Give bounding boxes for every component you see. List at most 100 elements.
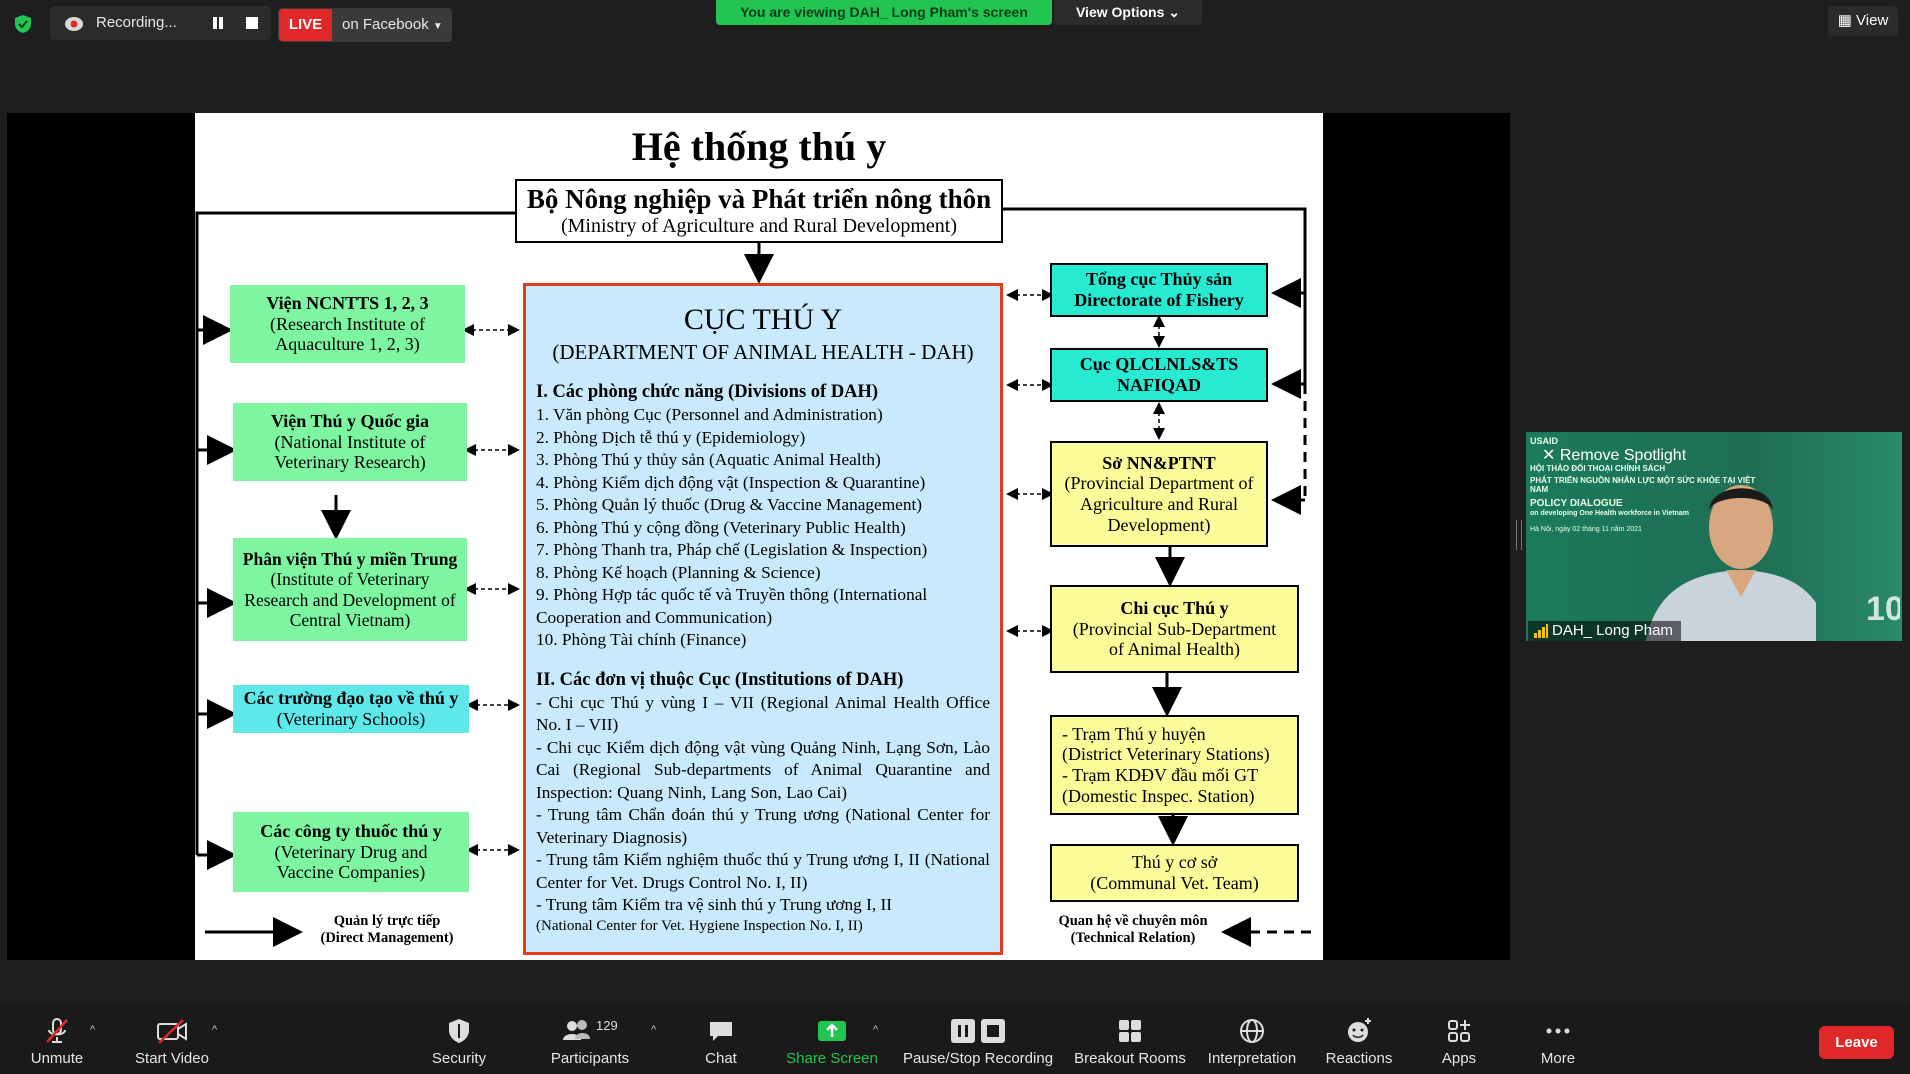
background-text: USAID: [1530, 436, 1559, 446]
view-options-label: View Options: [1075, 4, 1165, 20]
caret-down-icon: ▼: [432, 21, 443, 32]
division-item: 4. Phòng Kiểm dịch động vật (Inspection …: [536, 472, 926, 492]
participants-count: 129: [596, 1018, 618, 1033]
view-button-label: View: [1856, 12, 1889, 29]
pause-stop-recording-button[interactable]: Pause/Stop Recording: [898, 1016, 1058, 1067]
right-box-district-stations: - Trạm Thú y huyện (District Veterinary …: [1050, 715, 1299, 815]
audio-options-caret[interactable]: ^: [90, 1024, 96, 1036]
pin-icon: ✕: [1542, 447, 1556, 464]
left-box-vet-schools: Các trường đạo tạo về thú y (Veterinary …: [233, 685, 469, 733]
dah-subtitle: (DEPARTMENT OF ANIMAL HEALTH - DAH): [552, 340, 974, 364]
right-box-vi: Sở NN&PTNT: [1102, 452, 1216, 473]
chat-label: Chat: [705, 1050, 737, 1067]
right-box-vi: Cục QLCLNLS&TS: [1079, 354, 1239, 375]
globe-icon: [1240, 1019, 1264, 1043]
legend-en: (Technical Relation): [1070, 929, 1196, 946]
division-item: 1. Văn phòng Cục (Personnel and Administ…: [536, 405, 883, 425]
remove-spotlight-label: Remove Spotlight: [1559, 447, 1687, 464]
division-item: 7. Phòng Thanh tra, Pháp chế (Legislatio…: [536, 540, 928, 560]
institution-item: - Trung tâm Kiểm tra vệ sinh thú y Trung…: [536, 895, 892, 915]
participants-label: Participants: [550, 1050, 630, 1067]
right-box-line: - Trạm KDĐV đầu mối GT: [1062, 765, 1259, 785]
panel-resize-handle[interactable]: [1516, 520, 1522, 550]
left-box-vi: Các công ty thuốc thú y: [260, 820, 442, 841]
legend-direct-management: Quản lý trực tiếp (Direct Management): [297, 913, 477, 946]
live-badge: LIVE: [279, 9, 332, 41]
right-box-vi: Chi cục Thú y: [1120, 597, 1229, 618]
left-box-vi: Viện NCNTTS 1, 2, 3: [266, 292, 429, 313]
background-text: HỘI THẢO ĐỐI THOẠI CHÍNH SÁCH: [1530, 464, 1666, 473]
right-box-line: (District Veterinary Stations): [1062, 744, 1270, 765]
spotlight-video-tile[interactable]: USAID HỘI THẢO ĐỐI THOẠI CHÍNH SÁCH PHÁT…: [1526, 432, 1902, 641]
grid-view-icon: ▦: [1837, 12, 1852, 29]
legend-vi: Quản lý trực tiếp: [333, 913, 441, 929]
pause-recording-icon[interactable]: [211, 16, 225, 30]
dah-box: CỤC THÚ Y (DEPARTMENT OF ANIMAL HEALTH -…: [523, 283, 1003, 955]
video-camera-off-icon: [157, 1019, 187, 1044]
shield-icon: [449, 1019, 469, 1043]
participants-button[interactable]: 129 Participants: [535, 1016, 645, 1067]
right-box-provincial-sub-dept: Chi cục Thú y (Provincial Sub-Department…: [1050, 585, 1299, 673]
security-label: Security: [431, 1050, 487, 1067]
unmute-button[interactable]: Unmute: [2, 1016, 112, 1067]
unmute-label: Unmute: [30, 1050, 84, 1067]
division-item: 2. Phòng Dịch tễ thú y (Epidemiology): [536, 427, 806, 447]
pause-stop-icon: [951, 1019, 1005, 1043]
reactions-button[interactable]: Reactions: [1304, 1016, 1414, 1067]
left-box-national-vet-institute: Viện Thú y Quốc gia (National Institute …: [233, 403, 467, 481]
division-item: 10. Phòng Tài chính (Finance): [536, 630, 747, 650]
dah-title: CỤC THÚ Y: [683, 303, 843, 336]
remove-spotlight-button[interactable]: ✕ Remove Spotlight: [1542, 445, 1686, 465]
apps-label: Apps: [1441, 1050, 1477, 1067]
security-shield-icon: [15, 15, 31, 33]
more-button[interactable]: More: [1503, 1016, 1613, 1067]
apps-button[interactable]: Apps: [1404, 1016, 1514, 1067]
security-button[interactable]: Security: [404, 1016, 514, 1067]
right-box-line: - Trạm Thú y huyện: [1062, 723, 1206, 744]
participant-person: [1646, 485, 1816, 641]
background-text: PHÁT TRIỂN NGUỒN NHÂN LỰC MỘT SỨC KHỎE T…: [1530, 476, 1756, 494]
legend-en: (Direct Management): [320, 929, 454, 946]
division-item: 5. Phòng Quản lý thuốc (Drug & Vaccine M…: [536, 495, 923, 515]
recording-indicator[interactable]: [50, 6, 271, 40]
right-box-directorate-fishery: Tổng cục Thủy sản Directorate of Fishery: [1050, 263, 1268, 317]
stop-recording-icon[interactable]: [245, 16, 259, 30]
right-box-en: (Provincial Sub-Department of Animal Hea…: [1072, 618, 1277, 660]
division-item: 8. Phòng Kế hoạch (Planning & Science): [536, 562, 821, 582]
background-text: on developing One Health workforce in Vi…: [1530, 510, 1689, 517]
left-box-vi: Viện Thú y Quốc gia: [270, 410, 430, 431]
right-box-en: (Provincial Department of Agriculture an…: [1064, 473, 1254, 535]
breakout-rooms-label: Breakout Rooms: [1074, 1050, 1186, 1067]
view-options-button[interactable]: View Options ⌄: [1054, 0, 1202, 25]
leave-button[interactable]: Leave: [1819, 1026, 1894, 1059]
cloud-recording-icon: [65, 17, 83, 31]
chat-bubble-icon: [710, 1022, 732, 1041]
share-options-caret[interactable]: ^: [873, 1024, 879, 1036]
breakout-rooms-icon: [1119, 1020, 1141, 1042]
participants-options-caret[interactable]: ^: [651, 1024, 657, 1036]
more-dots-icon: [1546, 1028, 1570, 1034]
more-label: More: [1540, 1050, 1576, 1067]
viewing-banner: You are viewing DAH_ Long Pham's screen: [716, 0, 1052, 25]
background-text: POLICY DIALOGUE: [1530, 498, 1623, 509]
share-screen-button[interactable]: Share Screen: [777, 1016, 887, 1067]
live-destination[interactable]: on Facebook ▼: [342, 16, 443, 33]
left-box-en: (Institute of Veterinary Research and De…: [244, 569, 456, 630]
video-options-caret[interactable]: ^: [212, 1024, 218, 1036]
left-box-en: (Veterinary Drug and Vaccine Companies): [274, 841, 428, 883]
left-box-vi: Phân viện Thú y miền Trung: [242, 549, 458, 570]
left-box-vi: Các trường đạo tạo về thú y: [243, 688, 459, 709]
right-box-en: (Communal Vet. Team): [1090, 873, 1259, 893]
view-button[interactable]: ▦ View: [1828, 6, 1898, 36]
participant-name-tag: DAH_ Long Pham: [1528, 621, 1681, 641]
reactions-label: Reactions: [1325, 1050, 1393, 1067]
interpretation-button[interactable]: Interpretation: [1197, 1016, 1307, 1067]
chat-button[interactable]: Chat: [666, 1016, 776, 1067]
ministry-vi: Bộ Nông nghiệp và Phát triển nông thôn: [526, 183, 992, 214]
microphone-muted-icon: [46, 1018, 68, 1043]
start-video-button[interactable]: Start Video: [117, 1016, 227, 1067]
ministry-box: Bộ Nông nghiệp và Phát triển nông thôn (…: [515, 179, 1003, 243]
breakout-rooms-button[interactable]: Breakout Rooms: [1070, 1016, 1190, 1067]
right-box-line: (Domestic Inspec. Station): [1062, 785, 1255, 806]
background-logo: 10: [1866, 590, 1900, 628]
